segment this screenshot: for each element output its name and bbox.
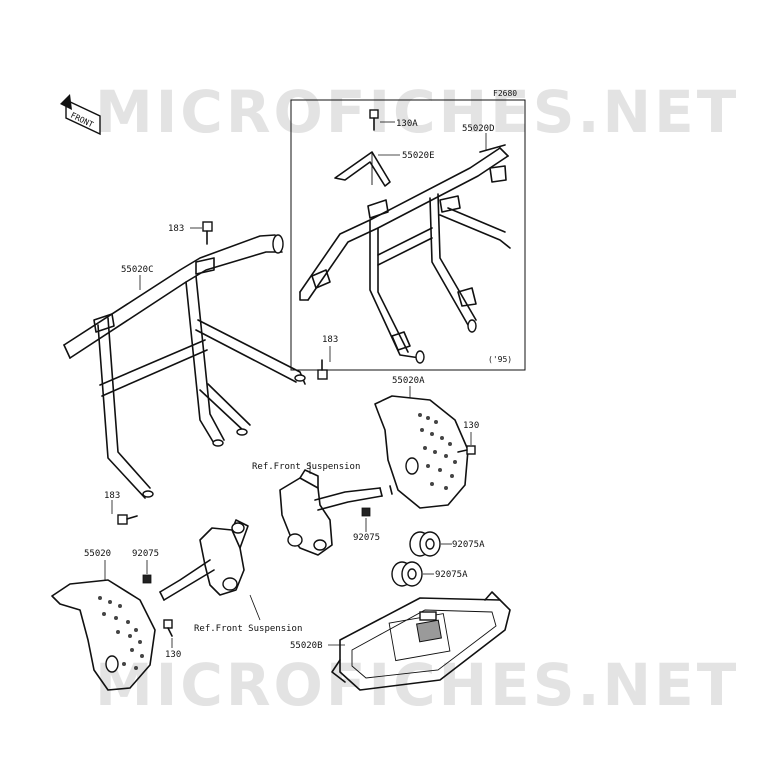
label-130-left: 130 <box>165 650 181 660</box>
knuckle-left <box>159 519 249 601</box>
label-92075-left: 92075 <box>132 549 159 559</box>
label-55020c: 55020C <box>121 265 154 275</box>
label-183-top: 183 <box>168 224 184 234</box>
label-92075-mid: 92075 <box>353 533 380 543</box>
bolt-130a <box>369 109 379 131</box>
label-92075a-2: 92075A <box>435 570 468 580</box>
bracket-55020e <box>334 151 391 187</box>
label-ref-front-suspension-2: Ref.Front Suspension <box>194 624 302 634</box>
label-130-right: 130 <box>463 421 479 431</box>
label-ref-front-suspension-1: Ref.Front Suspension <box>252 462 360 472</box>
bolt-92075-center <box>361 507 371 517</box>
disc-guard-55020a <box>374 395 469 509</box>
label-130a: 130A <box>396 119 418 129</box>
watermark-top: MICROFICHES.NET <box>95 78 739 146</box>
bolt-130-right <box>457 445 476 455</box>
label-55020e: 55020E <box>402 151 435 161</box>
disc-guard-55020 <box>51 579 156 691</box>
front-arrow-icon: FRONT <box>60 94 101 136</box>
inset-box <box>290 99 526 371</box>
bolt-183-top <box>202 221 213 245</box>
disc-guard-55020a-holes <box>418 413 457 490</box>
guard-55020d-drawing <box>299 144 511 364</box>
bushing-92075a-lower <box>391 561 423 587</box>
inset-note: ('95) <box>488 355 512 364</box>
label-183-mid: 183 <box>322 335 338 345</box>
knuckle-right <box>279 469 393 556</box>
label-55020d: 55020D <box>462 124 495 134</box>
label-55020: 55020 <box>84 549 111 559</box>
bolt-92075-left <box>142 574 152 584</box>
disc-guard-55020-holes <box>98 596 144 670</box>
bushing-92075a-upper <box>409 531 441 557</box>
bolt-183-low <box>117 514 138 525</box>
label-183-low: 183 <box>104 491 120 501</box>
guard-55020c-drawing <box>63 234 306 499</box>
label-55020a: 55020A <box>392 376 425 386</box>
watermark-bottom: MICROFICHES.NET <box>95 651 739 719</box>
skid-plate-55020b <box>331 591 511 691</box>
label-92075a-1: 92075A <box>452 540 485 550</box>
bolt-130-left <box>163 619 173 637</box>
figure-id: F2680 <box>493 89 517 98</box>
bolt-183-mid <box>317 359 328 380</box>
label-55020b: 55020B <box>290 641 323 651</box>
